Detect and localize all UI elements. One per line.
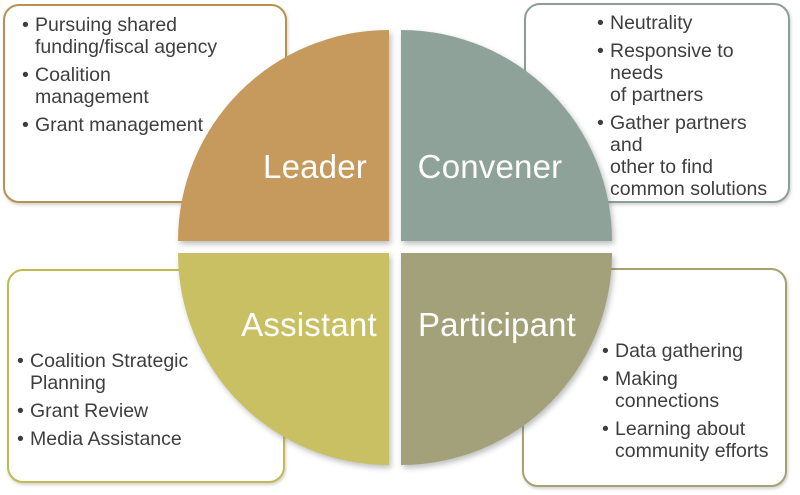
bullet-item: • Making connections <box>602 368 783 412</box>
bullet-item: • Coalition management <box>22 64 261 108</box>
bullet-marker: • <box>597 12 604 34</box>
bullet-marker: • <box>22 14 29 36</box>
quadrant-assistant <box>178 253 389 465</box>
quadrant-leader <box>178 30 389 241</box>
bullet-marker: • <box>602 340 609 362</box>
bullet-text: Making connections <box>615 368 720 412</box>
quadrant-label-convener: Convener <box>417 148 563 185</box>
bullet-list-convener: • Neutrality • Responsive to needs of partn… <box>526 5 788 201</box>
bullet-marker: • <box>22 64 29 86</box>
quadrant-label-participant: Participant <box>417 306 577 343</box>
bullet-item: • Learning about community efforts <box>602 418 783 462</box>
bullet-marker: • <box>22 114 29 136</box>
bullet-item: • Neutrality <box>597 12 782 34</box>
bullet-marker: • <box>17 350 24 372</box>
bullet-marker: • <box>17 400 24 422</box>
bullet-item: • Responsive to needs of partners <box>597 40 782 106</box>
bullet-text: Pursuing shared funding/fiscal agency <box>35 14 218 58</box>
bullet-text: Coalition management <box>35 64 149 108</box>
bullet-item: • Grant management <box>22 114 261 136</box>
bullet-list-participant: • Data gathering • Making connections • Learn… <box>524 270 785 485</box>
bullet-text: Grant Review <box>30 400 149 422</box>
bullet-text: Learning about community efforts <box>615 418 769 462</box>
bullet-item: • Grant Review <box>17 400 267 422</box>
bullet-text: Responsive to needs of partners <box>610 40 734 106</box>
bullet-item: • Data gathering <box>602 340 783 362</box>
bullet-marker: • <box>17 428 24 450</box>
quadrant-participant <box>401 253 612 465</box>
bullet-marker: • <box>602 368 609 390</box>
bullet-marker: • <box>602 418 609 440</box>
bullet-marker: • <box>597 40 604 62</box>
bullet-item: • Gather partners and other to find commo… <box>597 112 782 200</box>
bullet-marker: • <box>597 112 604 134</box>
bullet-text: Grant management <box>35 114 204 136</box>
bullet-text: Data gathering <box>615 340 743 362</box>
bullet-list-leader: • Pursuing shared funding/fiscal agency • C… <box>5 6 285 201</box>
quadrant-convener <box>401 30 612 241</box>
bullet-item: • Coalition Strategic Planning <box>17 350 267 394</box>
quadrant-label-leader: Leader <box>263 148 367 185</box>
bullet-text: Gather partners and other to find common… <box>610 112 768 200</box>
bullet-text: Neutrality <box>610 12 693 34</box>
quadrant-label-assistant: Assistant <box>241 306 377 343</box>
bullet-item: • Pursuing shared funding/fiscal agency <box>22 14 261 58</box>
bullet-list-assistant: • Coalition Strategic Planning • Grant Revi… <box>9 271 283 481</box>
bullet-text: Media Assistance <box>30 428 182 450</box>
bullet-item: • Media Assistance <box>17 428 267 450</box>
bullet-text: Coalition Strategic Planning <box>30 350 189 394</box>
